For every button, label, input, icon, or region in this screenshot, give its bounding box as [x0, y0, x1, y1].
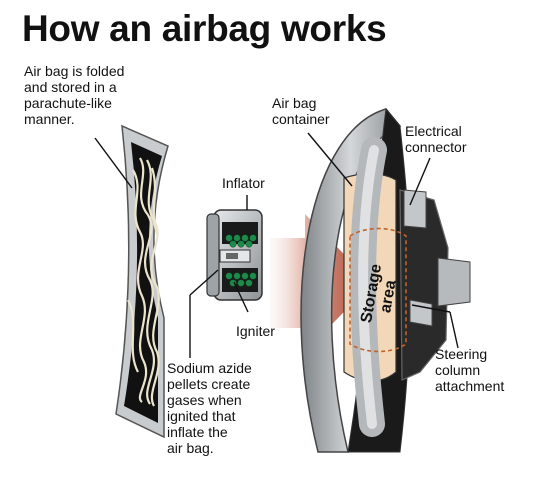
label-inflator: Inflator: [222, 175, 265, 191]
label-steering-column: Steering column attachment: [435, 346, 505, 394]
label-airbag-container: Air bag container: [272, 95, 330, 127]
leader-lines: [94, 132, 459, 358]
label-electrical-connector: Electrical connector: [405, 123, 467, 155]
steering-wheel-assembly: [300, 107, 471, 453]
label-folded-airbag: Air bag is folded and stored in a parach…: [24, 63, 125, 127]
label-sodium-azide: Sodium azide pellets create gases when i…: [167, 360, 252, 456]
page-title: How an airbag works: [22, 8, 387, 49]
folded-airbag: [115, 124, 169, 439]
label-igniter: Igniter: [236, 323, 275, 339]
inflator: [206, 209, 263, 301]
